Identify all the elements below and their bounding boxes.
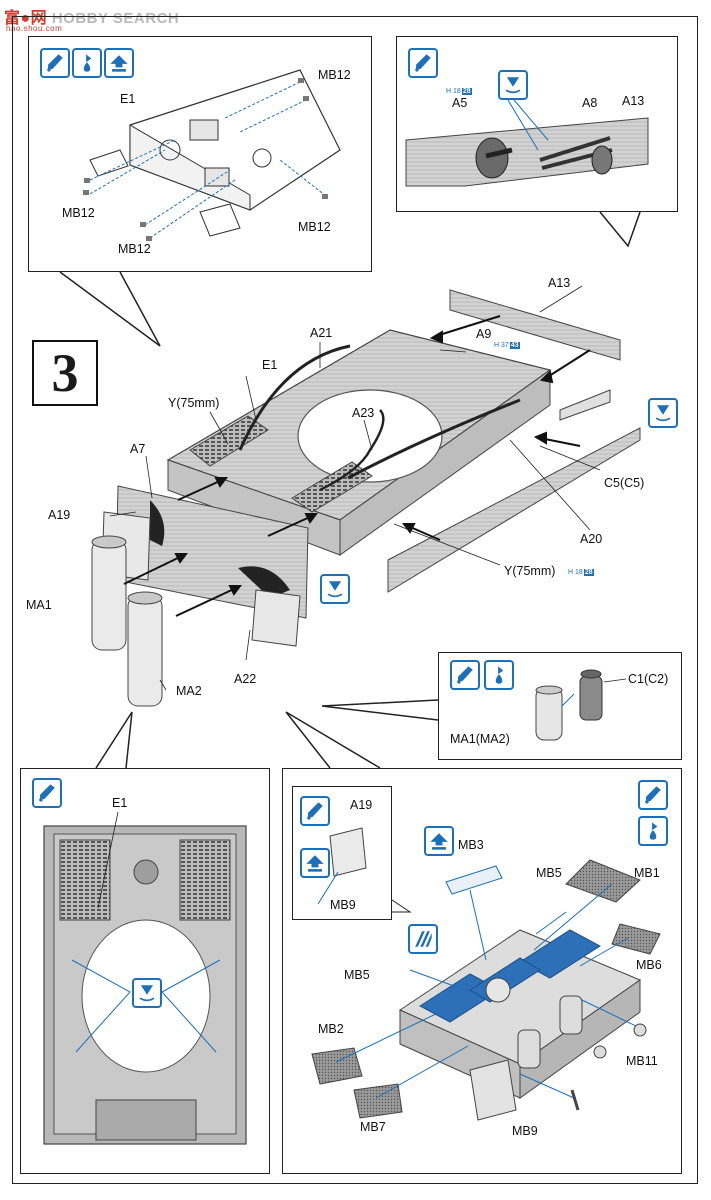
- cement-icon: [40, 48, 70, 78]
- part-label: A5: [452, 96, 468, 110]
- paint-number-alt: 28: [461, 88, 472, 95]
- part-label: MB6: [636, 958, 662, 972]
- up-arrow-icon: [424, 826, 454, 856]
- drill-point-icon: [132, 978, 162, 1008]
- part-label: A13: [622, 94, 645, 108]
- a5-a8-plate-drawing: [405, 99, 649, 187]
- part-label: A23: [352, 406, 375, 420]
- page-frame: [12, 16, 698, 1184]
- part-label: C1(C2): [628, 672, 669, 686]
- callout-tail-c1: [321, 699, 439, 721]
- cement-icon: [450, 660, 480, 690]
- cement-icon: [638, 780, 668, 810]
- step-number: 3: [32, 340, 98, 406]
- part-label: Y(75mm): [168, 396, 220, 410]
- glue-drop-icon: [484, 660, 514, 690]
- part-label: A19: [350, 798, 373, 812]
- part-label: MA1(MA2): [450, 732, 510, 746]
- part-label: E1: [120, 92, 136, 106]
- paint-number: 37: [501, 342, 509, 349]
- part-label: C5(C5): [604, 476, 645, 490]
- drill-point-icon: [320, 574, 350, 604]
- part-label: MB12: [298, 220, 331, 234]
- glue-drop-icon: [72, 48, 102, 78]
- part-label: MB2: [318, 1022, 344, 1036]
- callout-tail-e1: [95, 711, 133, 769]
- watermark-sub: hao.shou.com: [6, 24, 63, 33]
- paint-number: 18: [453, 88, 461, 95]
- paint-number: 18: [575, 569, 583, 576]
- watermark-cn: 富●网: [4, 10, 48, 27]
- photo-etch-icon: [408, 924, 438, 954]
- part-label: A13: [548, 276, 571, 290]
- part-label: E1: [112, 796, 128, 810]
- drill-point-icon: [648, 398, 678, 428]
- up-arrow-icon: [104, 48, 134, 78]
- part-label: MB1: [634, 866, 660, 880]
- part-label: MB12: [62, 206, 95, 220]
- callout-tail-mb12: [59, 271, 161, 347]
- part-label: A22: [234, 672, 257, 686]
- callout-tail-a5: [599, 211, 641, 248]
- part-label: MB11: [626, 1054, 658, 1068]
- callout-tail-deck: [285, 711, 381, 769]
- part-label: MB9: [512, 1124, 538, 1138]
- callout-tail-a19: [391, 899, 412, 913]
- glue-drop-icon: [638, 816, 668, 846]
- engine-deck-drawing: [311, 827, 661, 1121]
- part-label: A19: [48, 508, 71, 522]
- part-label: E1: [262, 358, 278, 372]
- cement-icon: [300, 796, 330, 826]
- up-arrow-icon: [300, 848, 330, 878]
- part-label: A9: [476, 327, 492, 341]
- part-label: MA1: [26, 598, 52, 612]
- part-label: A7: [130, 442, 146, 456]
- part-label: MB5: [344, 968, 370, 982]
- ma1-c1-drawing: [535, 669, 627, 741]
- part-label: MB12: [318, 68, 351, 82]
- part-label: Y(75mm): [504, 564, 556, 578]
- part-label: MB5: [536, 866, 562, 880]
- cement-icon: [408, 48, 438, 78]
- paint-prefix: H: [446, 88, 452, 95]
- paint-prefix: H: [568, 569, 574, 576]
- watermark-brand: HOBBY SEARCH: [51, 10, 180, 27]
- part-label: MA2: [176, 684, 202, 698]
- cement-icon: [32, 778, 62, 808]
- part-label: MB9: [330, 898, 356, 912]
- paint-number-alt: 43: [509, 342, 520, 349]
- paint-prefix: H: [494, 342, 500, 349]
- mb12-deck-drawing: [83, 69, 341, 241]
- drill-point-icon: [498, 70, 528, 100]
- part-label: A8: [582, 96, 598, 110]
- part-label: MB3: [458, 838, 484, 852]
- part-label: A21: [310, 326, 333, 340]
- part-label: MB12: [118, 242, 151, 256]
- hull-top-drawing: [91, 285, 641, 707]
- part-label: A20: [580, 532, 603, 546]
- watermark: 富●网 HOBBY SEARCH hao.shou.com: [4, 4, 180, 33]
- part-label: MB7: [360, 1120, 386, 1134]
- paint-number-alt: 28: [583, 569, 594, 576]
